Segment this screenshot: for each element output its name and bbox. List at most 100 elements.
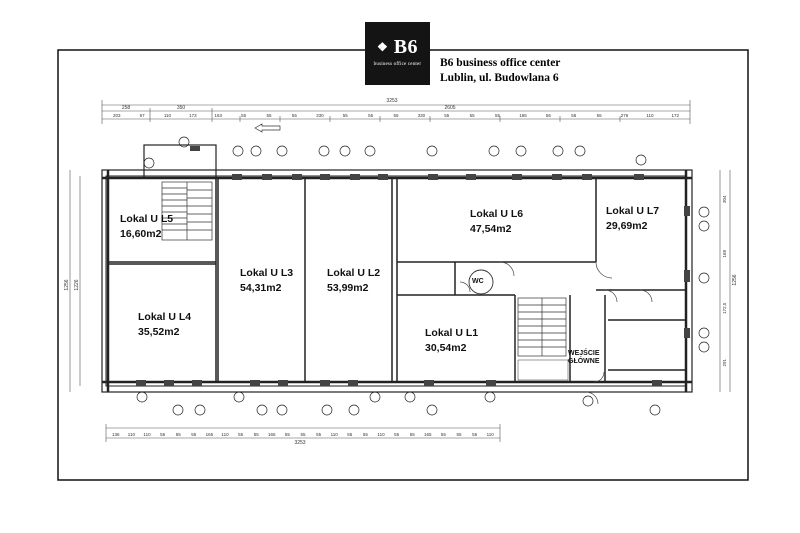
dimension-label: 110	[143, 432, 151, 437]
logo-subtitle: business office center	[373, 62, 422, 67]
dimension-label: 110	[221, 432, 229, 437]
dimension-label: 165	[268, 432, 276, 437]
window-tags-right	[698, 206, 710, 353]
dimension-label: 55	[316, 432, 322, 437]
dimension-label: 55	[254, 432, 260, 437]
room-label-l6: Lokal U L6 47,54m2	[470, 207, 523, 237]
dimension-label: 330	[418, 113, 426, 118]
dimension-label: 55	[267, 113, 273, 118]
dimension-label: 55	[285, 432, 291, 437]
dimension-label: 163	[215, 113, 223, 118]
dimension-label: 304	[722, 195, 727, 203]
dimension-label: 110	[128, 432, 136, 437]
door-swings	[459, 261, 653, 405]
dim-bottom-total: 3253	[294, 440, 305, 446]
dimension-label: 136	[112, 432, 120, 437]
windows-bottom	[136, 380, 662, 386]
dimension-label: 110	[646, 113, 654, 118]
dimension-label: 55	[363, 432, 369, 437]
logo-mark: ❖ B6	[376, 36, 419, 58]
dimension-label: 330	[316, 113, 324, 118]
room-label-l5: Lokal U L5 16,60m2	[120, 212, 173, 242]
dimension-label: 55	[292, 113, 298, 118]
dim-top-total: 3253	[386, 98, 397, 104]
dimension-label: 110	[331, 432, 339, 437]
stairs-left	[161, 181, 213, 241]
dimension-label: 165	[206, 432, 214, 437]
dimension-label: 165	[519, 113, 527, 118]
dimension-label: 110	[487, 432, 495, 437]
stairs-right	[517, 297, 569, 381]
dimension-lines-left	[69, 170, 81, 392]
room-label-l3: Lokal U L3 54,31m2	[240, 266, 293, 296]
dimension-label: 55	[241, 113, 247, 118]
wc-turning-circle	[468, 269, 494, 295]
dimension-label: 55	[300, 432, 306, 437]
dimension-label: 55	[472, 432, 478, 437]
room-name: Lokal U L3	[240, 267, 294, 279]
dimension-label: 55	[470, 113, 476, 118]
dimension-label: 55	[456, 432, 462, 437]
room-area: 35,52m2	[138, 326, 180, 338]
room-area: 29,69m2	[606, 220, 648, 232]
room-area: 16,60m2	[120, 228, 162, 240]
dimension-label: 55	[347, 432, 353, 437]
dimension-label: 55	[597, 113, 603, 118]
room-name: Lokal U L6	[470, 208, 524, 220]
dimension-label: 55	[368, 113, 374, 118]
dimension-label: 55	[191, 432, 197, 437]
dimension-label: 55	[441, 432, 447, 437]
dimension-label: 56	[546, 113, 552, 118]
room-label-l1: Lokal U L1 30,54m2	[425, 326, 478, 356]
dimension-label: 55	[393, 113, 399, 118]
dimension-lines-right	[719, 170, 731, 392]
direction-arrow-icon	[254, 123, 281, 133]
dimension-label: 291	[722, 359, 727, 367]
dim-top-sub-1: 258	[122, 105, 131, 111]
room-label-l7: Lokal U L7 29,69m2	[606, 204, 659, 234]
interior-walls	[108, 178, 686, 382]
dimension-label: 67	[140, 113, 146, 118]
header-title-line2: Lublin, ul. Budowlana 6	[440, 72, 559, 84]
dimension-lines-bottom	[105, 424, 501, 442]
windows-top	[190, 146, 644, 180]
windows-right	[684, 206, 690, 338]
room-name: Lokal U L7	[606, 205, 660, 217]
dimension-label: 55	[410, 432, 416, 437]
main-entrance-label: WEJŚCIE GŁÓWNE	[568, 350, 600, 365]
room-area: 54,31m2	[240, 282, 282, 294]
dim-top-sub-3: 2605	[444, 105, 455, 111]
dimension-label: 173	[189, 113, 197, 118]
dimension-label: 55	[444, 113, 450, 118]
dimension-label: 276	[621, 113, 629, 118]
window-tags-bottom	[136, 391, 661, 416]
dimension-label: 55	[394, 432, 400, 437]
brand-logo: ❖ B6 business office center	[365, 22, 430, 85]
dim-left-inner: 1226	[74, 279, 80, 290]
dimension-label: 165	[424, 432, 432, 437]
dimension-label: 110	[164, 113, 172, 118]
room-area: 53,99m2	[327, 282, 369, 294]
room-name: Lokal U L5	[120, 213, 174, 225]
room-name: Lokal U L2	[327, 267, 381, 279]
room-label-l2: Lokal U L2 53,99m2	[327, 266, 380, 296]
dimension-label: 55	[238, 432, 244, 437]
dimension-label: 203	[113, 113, 121, 118]
dimension-label: 55	[343, 113, 349, 118]
dimension-label: 168	[722, 250, 727, 258]
room-label-l4: Lokal U L4 35,52m2	[138, 310, 191, 340]
room-area: 47,54m2	[470, 223, 512, 235]
dim-left-total: 1256	[64, 279, 70, 290]
dim-right-total: 1256	[732, 274, 738, 285]
dimension-label: 55	[176, 432, 182, 437]
dim-top-sub-2: 350	[177, 105, 186, 111]
header-title-line1: B6 business office center	[440, 57, 561, 69]
dimension-label: 56	[571, 113, 577, 118]
header-title: B6 business office center Lublin, ul. Bu…	[440, 56, 560, 86]
dimension-label: 172	[672, 113, 680, 118]
diamond-icon: ❖	[376, 40, 389, 54]
room-name: Lokal U L4	[138, 311, 192, 323]
dimension-label: 55	[495, 113, 501, 118]
dimension-label: 110	[377, 432, 385, 437]
